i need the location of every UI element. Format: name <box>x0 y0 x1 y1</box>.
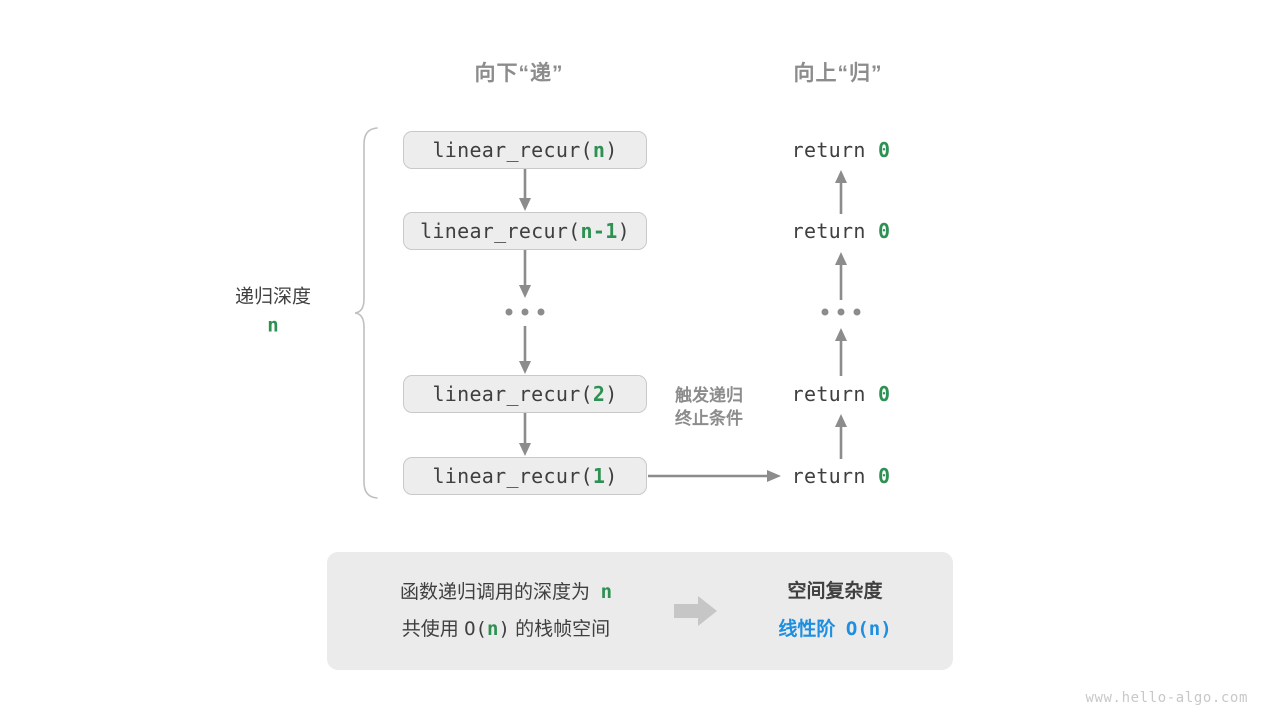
return-keyword: return <box>791 138 866 162</box>
summary-complexity-result: 线性阶 O(n) <box>727 611 943 648</box>
summary-arrow-wrap <box>665 595 727 627</box>
call-box-2[interactable]: linear_recur(2) <box>403 375 647 413</box>
return-keyword: return <box>791 219 866 243</box>
call-box-suffix: ) <box>605 464 618 488</box>
summary-line-2-text-a: 共使用 <box>401 619 459 640</box>
summary-line-1: 函数递归调用的深度为 n <box>347 574 665 611</box>
return-keyword: return <box>791 464 866 488</box>
termination-note-line1: 触发递归 <box>675 386 743 405</box>
return-value: 0 <box>878 219 891 243</box>
termination-condition-note: 触发递归 终止条件 <box>675 385 743 431</box>
summary-line-2: 共使用 O(n) 的栈帧空间 <box>347 611 665 648</box>
arrow-right-basecase-icon <box>648 470 781 482</box>
call-box-arg: 1 <box>592 464 606 488</box>
summary-complexity-value: O(n) <box>845 617 892 640</box>
call-box-prefix: linear_recur( <box>420 219 581 243</box>
call-box-1[interactable]: linear_recur(1) <box>403 457 647 495</box>
call-stack-ellipsis <box>505 308 545 316</box>
summary-panel: 函数递归调用的深度为 n 共使用 O(n) 的栈帧空间 空间复杂度 线性阶 O(… <box>327 552 953 670</box>
call-box-prefix: linear_recur( <box>432 382 593 406</box>
summary-line-1-var: n <box>600 580 613 603</box>
watermark: www.hello-algo.com <box>1085 690 1248 706</box>
return-label-2: return 0 <box>792 382 891 406</box>
return-value: 0 <box>878 138 891 162</box>
call-box-prefix: linear_recur( <box>432 464 593 488</box>
call-box-n-minus-1[interactable]: linear_recur(n-1) <box>403 212 647 250</box>
call-box-arg: 2 <box>592 382 606 406</box>
column-header-descend: 向下“递” <box>474 62 564 85</box>
summary-left-text: 函数递归调用的深度为 n 共使用 O(n) 的栈帧空间 <box>327 574 665 648</box>
call-box-arg: n <box>592 138 606 162</box>
recursion-depth-label: 递归深度 <box>234 286 312 308</box>
call-box-arg: n-1 <box>580 219 618 243</box>
summary-line-2-mono-open: O( <box>464 618 487 640</box>
return-label-n: return 0 <box>792 138 891 162</box>
return-label-1: return 0 <box>792 464 891 488</box>
arrow-up-4-icon <box>835 414 847 459</box>
summary-right-text: 空间复杂度 线性阶 O(n) <box>727 574 953 647</box>
summary-complexity-label: 线性阶 <box>778 618 836 640</box>
summary-line-2-mono-close: ) <box>498 618 510 640</box>
arrow-down-1-icon <box>519 169 531 211</box>
return-label-n-minus-1: return 0 <box>792 219 891 243</box>
call-box-prefix: linear_recur( <box>432 138 593 162</box>
summary-complexity-title: 空间复杂度 <box>787 581 883 603</box>
arrow-down-3-icon <box>519 326 531 374</box>
arrow-up-3-icon <box>835 328 847 376</box>
return-keyword: return <box>791 382 866 406</box>
summary-line-2-var: n <box>486 618 499 640</box>
return-value: 0 <box>878 464 891 488</box>
call-box-n[interactable]: linear_recur(n) <box>403 131 647 169</box>
depth-brace-icon <box>354 127 378 499</box>
summary-line-1-text: 函数递归调用的深度为 <box>399 581 590 603</box>
arrow-down-2-icon <box>519 250 531 298</box>
termination-note-line2: 终止条件 <box>675 408 743 428</box>
column-header-ascend: 向上“归” <box>793 62 883 85</box>
arrow-down-4-icon <box>519 413 531 456</box>
summary-line-2-text-b: 的栈帧空间 <box>515 619 611 640</box>
return-value: 0 <box>878 382 891 406</box>
recursion-depth-annotation: 递归深度 n <box>235 283 311 342</box>
return-stack-ellipsis <box>821 308 861 316</box>
call-box-suffix: ) <box>605 138 618 162</box>
arrow-up-2-icon <box>835 252 847 300</box>
recursion-depth-value: n <box>267 315 279 337</box>
call-box-suffix: ) <box>617 219 630 243</box>
call-box-suffix: ) <box>605 382 618 406</box>
arrow-up-1-icon <box>835 170 847 214</box>
right-block-arrow-icon <box>674 596 717 626</box>
